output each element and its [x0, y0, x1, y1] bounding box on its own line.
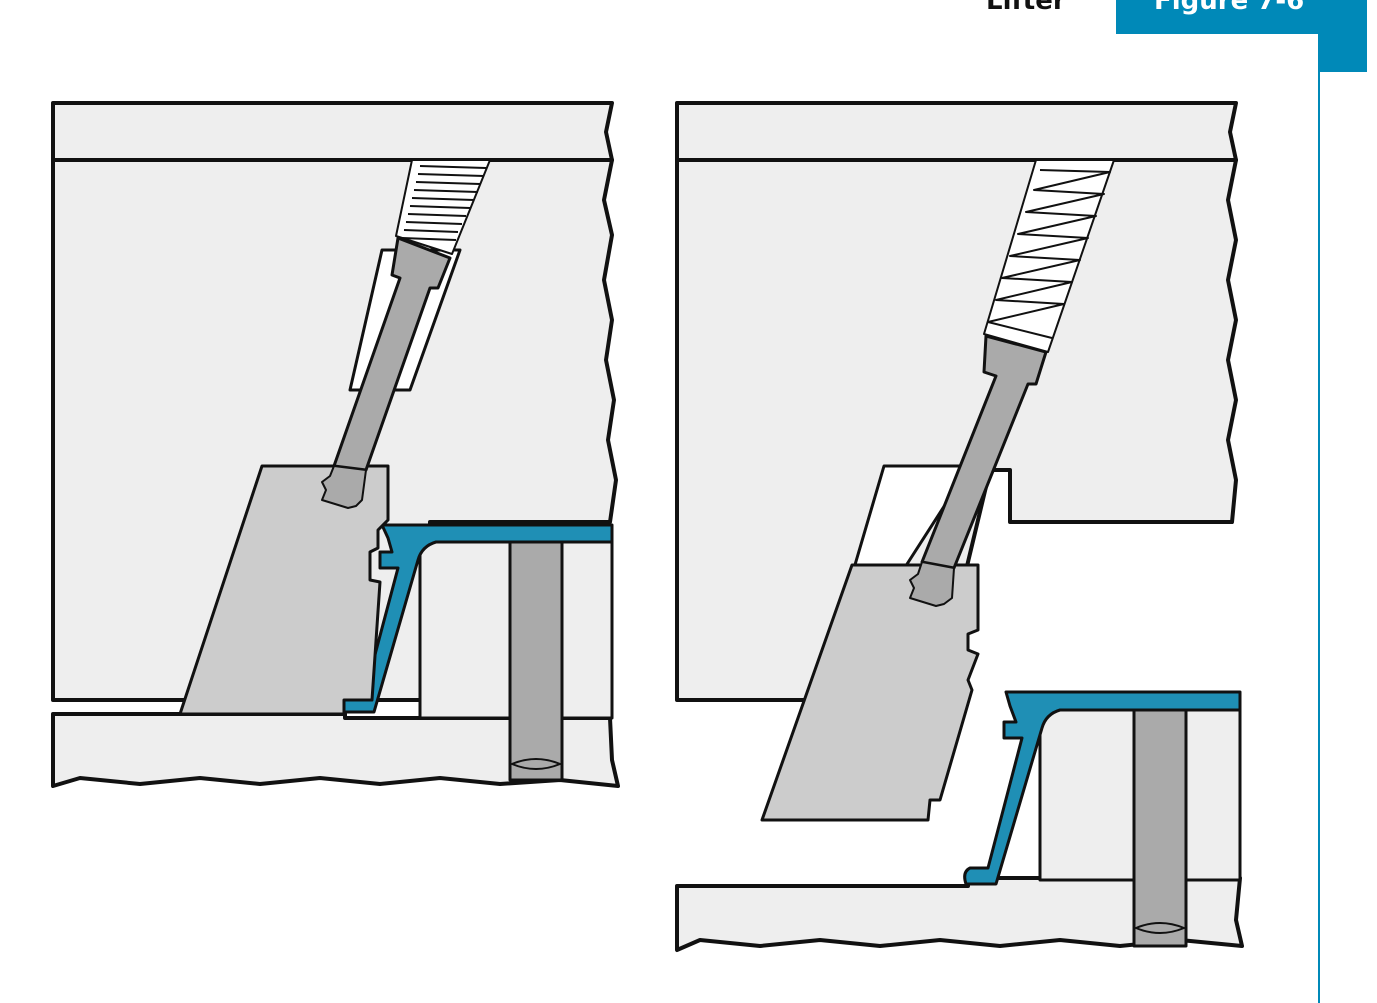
figure-number: Figure 7-6: [1154, 0, 1305, 16]
pin-break: [511, 758, 561, 770]
figure-tab: Figure 7-6: [1116, 0, 1367, 34]
pin-break-right: [1135, 922, 1185, 934]
rod-thread-right: [909, 561, 955, 607]
spring-extended: [983, 159, 1115, 353]
view-mold-closed: [51, 101, 620, 788]
top-plate-right: [675, 101, 1238, 162]
lifter-head: [178, 464, 390, 716]
ejector-pin-right: [1132, 706, 1188, 948]
core-block-right: [675, 158, 1238, 702]
rod-thread: [321, 465, 367, 509]
ejector-pin: [508, 538, 564, 782]
section-label: Lifter: [986, 0, 1066, 16]
figure-tab-extension: [1318, 34, 1367, 72]
molded-part-right: [963, 690, 1242, 886]
top-plate: [51, 101, 614, 162]
view-mold-open: [675, 101, 1244, 952]
lifter-head-right: [760, 563, 980, 822]
side-rule: [1318, 72, 1320, 1003]
spring-compressed: [395, 159, 491, 255]
